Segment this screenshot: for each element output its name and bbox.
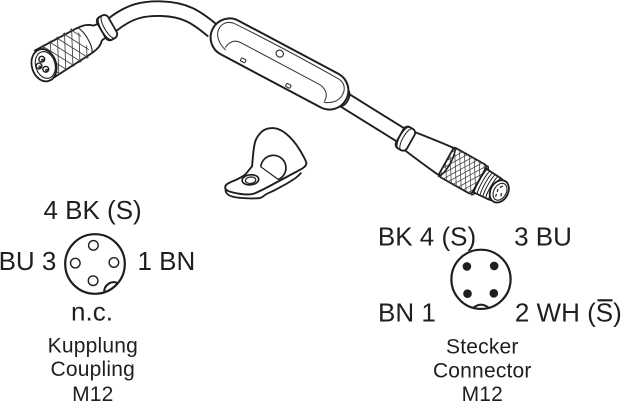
svg-text:4 BK (S): 4 BK (S) xyxy=(43,195,141,225)
svg-text:2 WH (S): 2 WH (S) xyxy=(515,298,622,328)
svg-text:Connector: Connector xyxy=(433,360,532,383)
svg-text:M12: M12 xyxy=(72,383,113,406)
svg-text:BN 1: BN 1 xyxy=(378,298,436,328)
svg-text:BU 3: BU 3 xyxy=(0,246,56,276)
svg-text:3 BU: 3 BU xyxy=(514,221,572,251)
svg-text:Stecker: Stecker xyxy=(446,336,519,359)
svg-text:M12: M12 xyxy=(462,383,503,406)
svg-text:BK 4 (S): BK 4 (S) xyxy=(378,221,476,251)
svg-text:Kupplung: Kupplung xyxy=(48,334,138,357)
svg-text:n.c.: n.c. xyxy=(71,297,113,327)
svg-text:1 BN: 1 BN xyxy=(137,246,195,276)
svg-text:Coupling: Coupling xyxy=(51,358,136,381)
